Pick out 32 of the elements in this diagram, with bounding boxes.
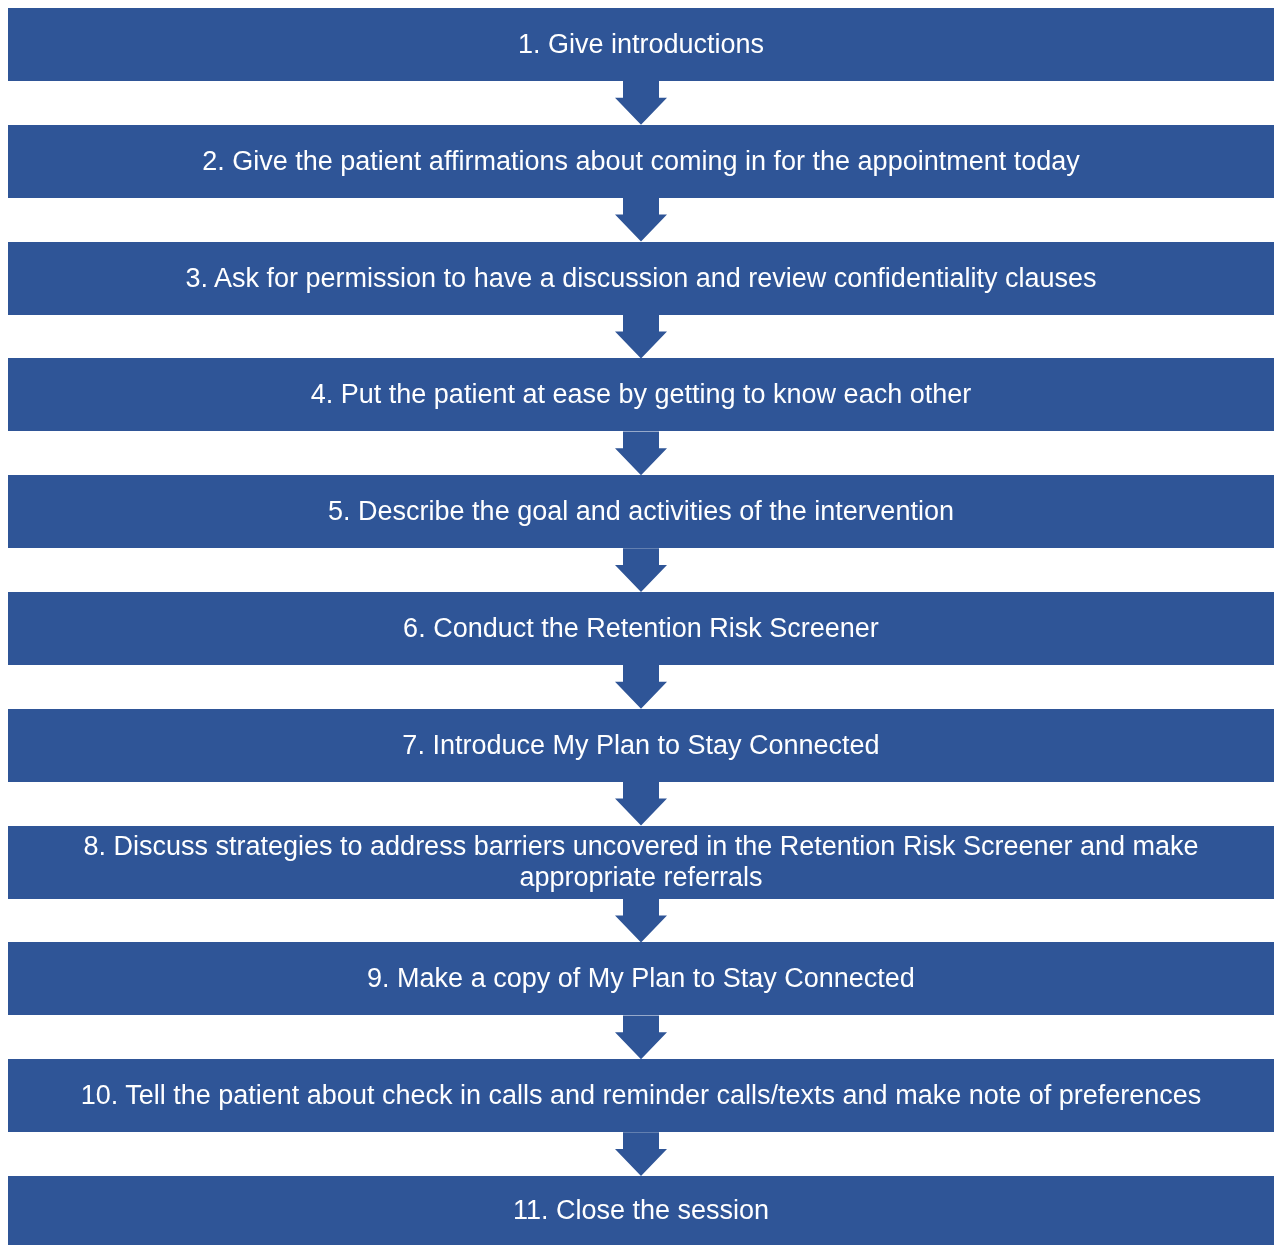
process-box — [8, 1176, 1274, 1245]
process-box — [8, 475, 1274, 549]
process-box — [8, 708, 1274, 782]
step-text: 8. Discuss strategies to address barriers uncovered in the Retention Risk Screener and make appropriate referrals — [82, 831, 1200, 894]
block-arrow — [615, 81, 667, 125]
process-box — [8, 358, 1274, 432]
step-text: 2. Give the patient affirmations about coming in for the appointment today — [202, 145, 1080, 177]
process-box — [8, 1059, 1274, 1133]
step-text: 3. Ask for permission to have a discussion and review confidentiality clauses — [185, 262, 1097, 294]
process-box — [8, 124, 1274, 198]
block-arrow — [615, 548, 667, 592]
process-box — [8, 592, 1274, 665]
block-arrow — [615, 1015, 667, 1060]
block-arrow — [615, 431, 667, 476]
block-arrow — [615, 314, 667, 359]
step-text: 6. Conduct the Retention Risk Screener — [403, 613, 879, 644]
step-text: 5. Describe the goal and activities of the intervention — [328, 496, 954, 528]
step-text: 9. Make a copy of My Plan to Stay Connected — [367, 963, 915, 995]
step-text: 11. Close the session — [512, 1195, 770, 1226]
step-text: 10. Tell the patient about check in calls and reminder calls/texts and make note of preferences — [80, 1080, 1202, 1112]
step-text: 4. Put the patient at ease by getting to know each other — [310, 379, 972, 411]
process-box — [8, 241, 1274, 315]
process-box — [8, 942, 1274, 1016]
block-arrow — [615, 781, 667, 826]
step-text: 1. Give introductions — [517, 29, 765, 60]
block-arrow — [615, 898, 667, 943]
process-box — [8, 825, 1274, 899]
step-text: 7. Introduce My Plan to Stay Connected — [402, 729, 880, 761]
block-arrow — [615, 665, 667, 709]
block-arrow — [615, 197, 667, 242]
process-box — [8, 8, 1274, 81]
block-arrow — [615, 1132, 667, 1176]
